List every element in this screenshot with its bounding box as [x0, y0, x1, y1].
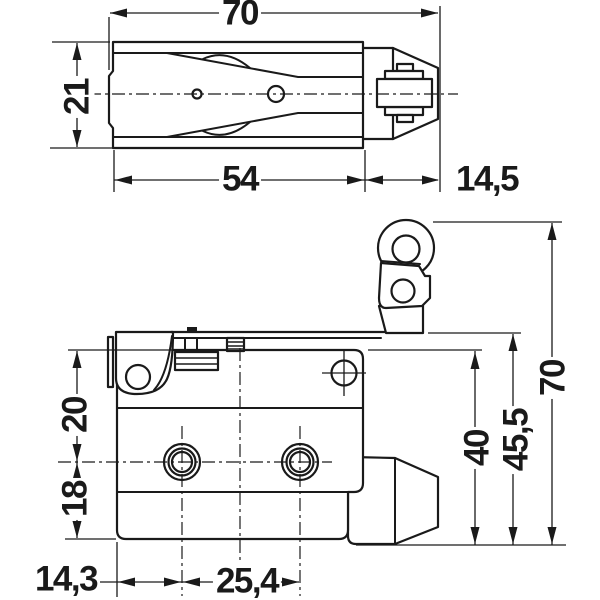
- actuator-button: [184, 337, 198, 351]
- roller-axle-bottom: [395, 113, 415, 124]
- dim-top-height-label: 21: [58, 76, 97, 118]
- dim-top-body-length-label: 54: [219, 161, 261, 197]
- side-view-drawing: [58, 218, 566, 598]
- lever-stop-pin: [187, 327, 197, 332]
- dim-top-head-length-label: 14,5: [452, 161, 522, 197]
- side-view-centerlines: [58, 348, 366, 598]
- dim-top-overall-length-label: 70: [219, 0, 261, 31]
- lever-spring-edge-bottom: [202, 121, 251, 136]
- dim-side-overall-height-label: 70: [534, 357, 573, 399]
- roller-flange-bottom: [383, 105, 425, 117]
- top-view-drawing: [50, 6, 458, 192]
- dim-side-lever-height-label: 45,5: [497, 405, 536, 475]
- lever-arm: [169, 302, 425, 372]
- pivot-pin-hole: [124, 363, 152, 391]
- hinge-bracket: [106, 330, 175, 396]
- roller-top-view: [375, 77, 434, 109]
- dim-side-edge-to-hole-label: 14,3: [31, 561, 101, 597]
- dim-side-hole-to-bottom-label: 18: [56, 478, 95, 520]
- lever-eye-hole: [390, 278, 416, 304]
- cable-gland-cone: [346, 455, 440, 546]
- top-view-switch-body: [107, 40, 365, 150]
- side-view-dimension-arrows: [72, 223, 557, 587]
- roller-flange-top: [383, 69, 425, 81]
- top-view-extension-lines: [50, 6, 441, 192]
- lever-spring-edge-top: [202, 54, 251, 69]
- side-view-extension-lines: [65, 221, 566, 597]
- dim-side-body-height-label: 40: [458, 427, 497, 469]
- terminal-block: [173, 350, 220, 372]
- head-cone: [391, 46, 440, 141]
- top-view-roller-head: [361, 46, 440, 141]
- dim-side-top-to-hole-label: 20: [56, 394, 95, 436]
- roller-lever-head: [376, 218, 436, 310]
- top-view-dimension-arrows: [72, 8, 439, 185]
- dim-side-hole-spacing-label: 25,4: [212, 563, 282, 599]
- roller-axle-hole: [391, 234, 421, 264]
